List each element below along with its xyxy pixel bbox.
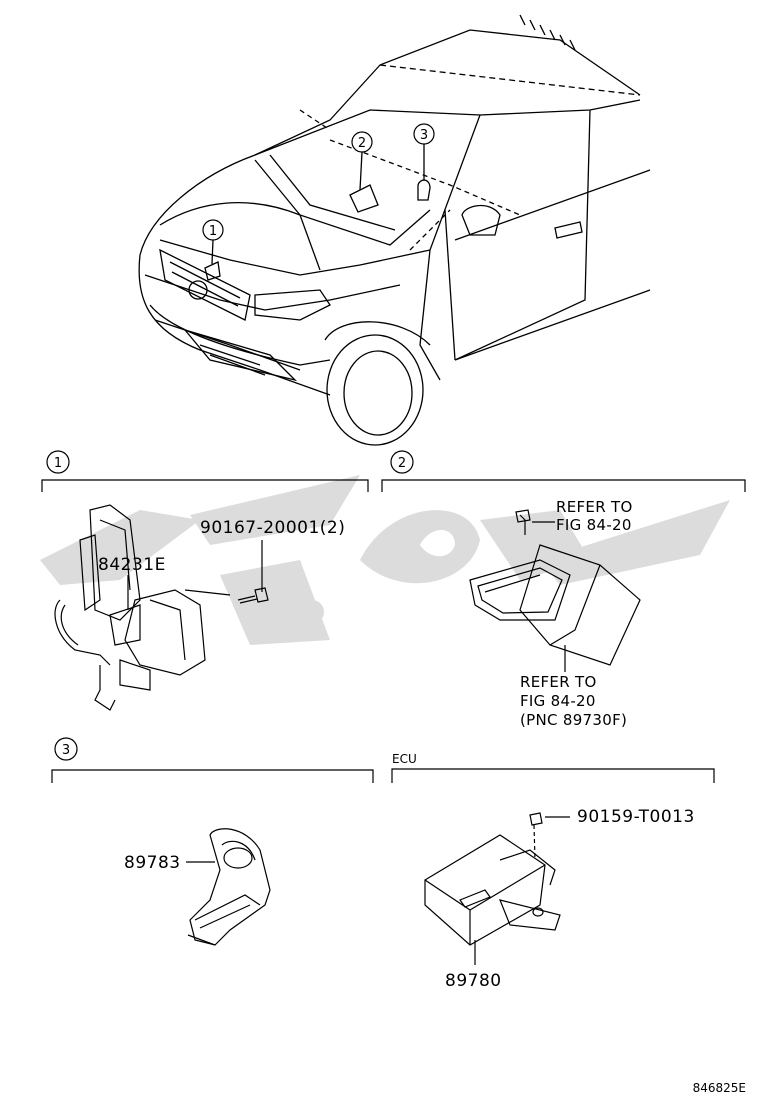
- illustration-code: 846825E: [693, 1081, 746, 1095]
- refer-note-2-line3: (PNC 89730F): [520, 711, 627, 729]
- section-2-bracket: [381, 479, 746, 492]
- part-number-89780: 89780: [445, 971, 502, 991]
- section-3: 3 89783: [51, 737, 374, 946]
- part-number-84231E: 84231E: [98, 555, 166, 575]
- ecu-bracket: [391, 768, 715, 783]
- section-2-number: 2: [398, 456, 406, 471]
- callout-2-label: 2: [358, 136, 366, 151]
- section-3-number: 3: [62, 743, 70, 758]
- part-number-90159: 90159-T0013: [577, 807, 695, 827]
- section-1: 1 84231E 90167-20001(2): [41, 450, 369, 711]
- part-84231E-drawing: [54, 504, 231, 711]
- ecu-label: ECU: [392, 752, 417, 766]
- callout-3: 3: [413, 123, 435, 145]
- callout-3-label: 3: [420, 128, 428, 143]
- refer-note-2-line1: REFER TO: [520, 673, 597, 691]
- section-ecu: ECU 90159-T0013 89780: [391, 752, 715, 991]
- vehicle-illustration: [138, 14, 651, 446]
- callout-1: 1: [202, 219, 224, 241]
- watermark-logo: [40, 475, 730, 645]
- refer-note-1-line2: FIG 84-20: [556, 516, 632, 534]
- part-number-90167: 90167-20001(2): [200, 518, 345, 538]
- section-2: 2 REFER TO FIG 84-20 REFER TO FIG 84-20 …: [381, 450, 746, 729]
- section-1-number: 1: [54, 456, 62, 471]
- part-number-89783: 89783: [124, 853, 181, 873]
- section-1-bracket: [41, 479, 369, 492]
- part-89783-drawing: [187, 828, 271, 946]
- refer-note-1-line1: REFER TO: [556, 498, 633, 516]
- refer-note-2-line2: FIG 84-20: [520, 692, 596, 710]
- section-3-bracket: [51, 769, 374, 783]
- ecu-module-drawing: [424, 812, 561, 946]
- callout-1-label: 1: [209, 224, 217, 239]
- bracket-module-drawing: [469, 509, 641, 666]
- callout-2: 2: [351, 131, 373, 153]
